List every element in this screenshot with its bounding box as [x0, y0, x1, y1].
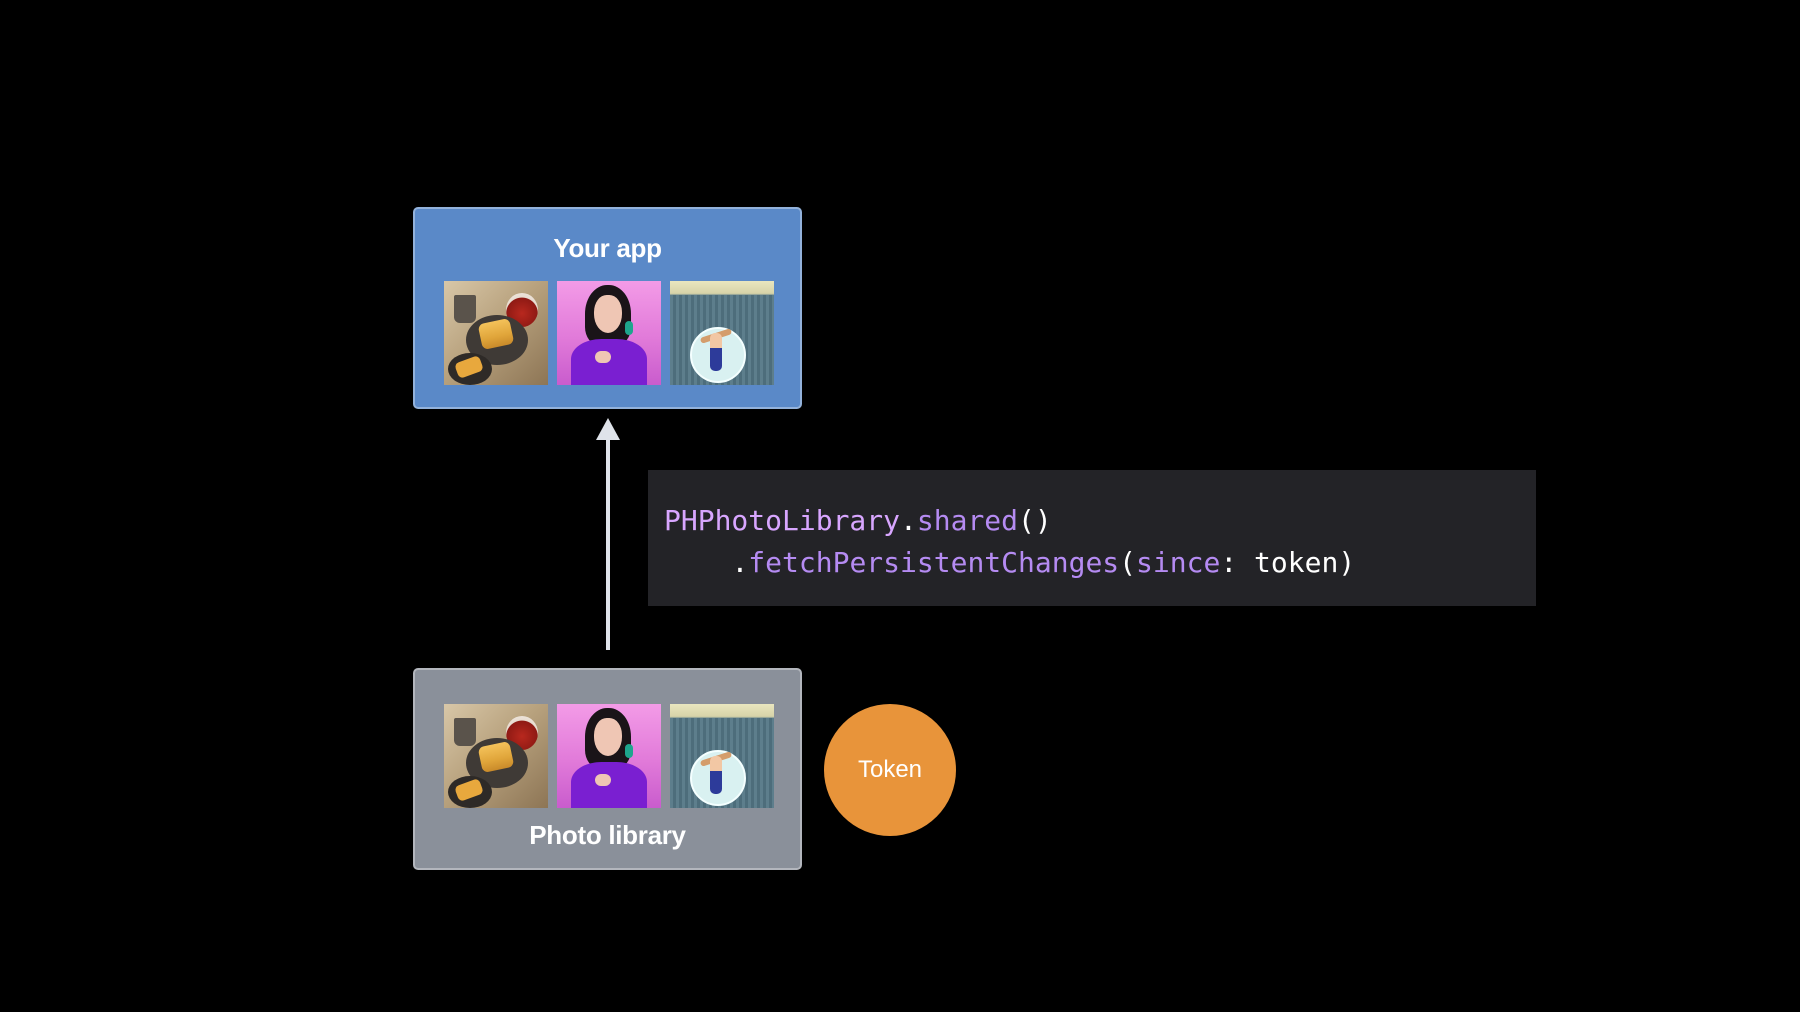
code-snippet: PHPhotoLibrary.shared() .fetchPersistent…: [648, 470, 1536, 606]
balcony-photo: [670, 704, 774, 808]
token-label: Token: [857, 756, 923, 783]
portrait-photo: [557, 704, 661, 808]
breakfast-photo: [444, 281, 548, 385]
photo-library-box: Photo library: [413, 668, 802, 870]
portrait-photo: [557, 281, 661, 385]
breakfast-photo: [444, 704, 548, 808]
code-param-since: since: [1136, 546, 1221, 579]
your-app-title: Your app: [553, 233, 662, 263]
token-badge: Token: [824, 704, 956, 836]
code-type: PHPhotoLibrary: [664, 504, 901, 537]
your-app-box: Your app: [413, 207, 802, 409]
code-method-shared: shared: [916, 504, 1019, 537]
app-photo-row: [444, 281, 774, 385]
arrow-up-icon: [596, 418, 620, 650]
arrow-head: [596, 418, 620, 440]
balcony-photo: [670, 281, 774, 385]
photo-library-title: Photo library: [529, 820, 686, 850]
code-arg-token: token: [1254, 546, 1339, 579]
library-photo-row: [444, 704, 774, 808]
arrow-shaft: [606, 438, 610, 650]
code-method-fetch: fetchPersistentChanges: [748, 546, 1120, 579]
